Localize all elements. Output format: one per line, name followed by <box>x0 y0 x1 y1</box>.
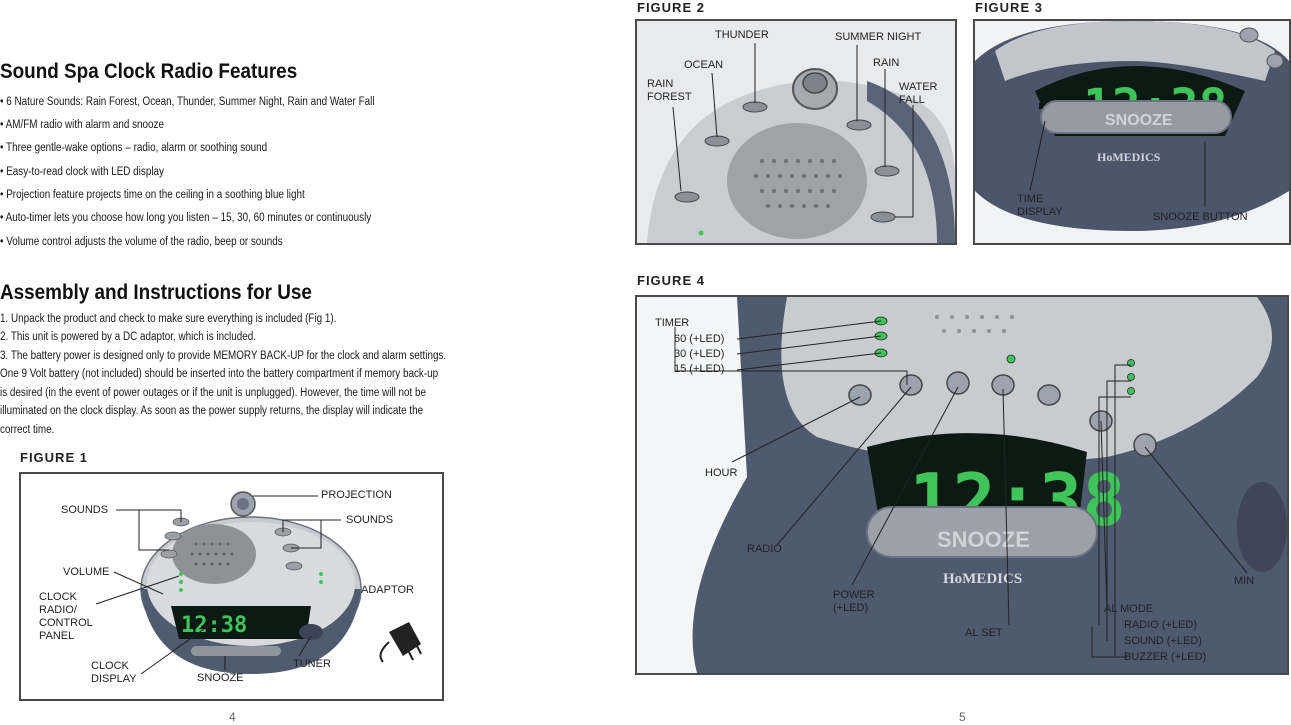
fig4-callout-buzzer-led: BUZZER (+LED) <box>1124 651 1207 663</box>
figure1-label: FIGURE 1 <box>20 450 88 465</box>
fig1-callout-tuner: TUNER <box>293 658 331 670</box>
page-number-left: 4 <box>229 710 236 724</box>
figure2-label: FIGURE 2 <box>637 0 705 15</box>
fig1-callout-adaptor: ADAPTOR <box>361 584 414 596</box>
fig3-callout-snooze-button: SNOOZE BUTTON <box>1153 211 1248 223</box>
figure3-label: FIGURE 3 <box>975 0 1043 15</box>
fig4-callout-radio-led: RADIO (+LED) <box>1124 619 1198 631</box>
features-title: Sound Spa Clock Radio Features <box>0 60 298 83</box>
fig2-callout-rain-forest: RAIN FOREST <box>647 78 692 103</box>
fig4-callout-timer: TIMER <box>655 317 690 329</box>
fig4-callout-t60: 60 (+LED) <box>674 333 725 345</box>
fig2-callout-water-fall: WATER FALL <box>899 81 938 106</box>
assembly-title: Assembly and Instructions for Use <box>0 281 312 304</box>
fig2-callout-summer-night: SUMMER NIGHT <box>835 31 922 43</box>
figure1-illustration: 12:38 <box>95 491 422 675</box>
fig4-callout-min: MIN <box>1234 575 1255 587</box>
fig4-callout-al-set: AL SET <box>965 627 1003 639</box>
fig4-callout-t30: 30 (+LED) <box>674 348 725 360</box>
features-list: • 6 Nature Sounds: Rain Forest, Ocean, T… <box>0 95 560 255</box>
feature-item: • Easy-to-read clock with LED display <box>0 166 164 178</box>
feature-item: • AM/FM radio with alarm and snooze <box>0 119 164 131</box>
figure1-display-time: 12:38 <box>181 613 247 638</box>
fig1-callout-sounds-right: SOUNDS <box>346 514 394 526</box>
fig1-callout-volume: VOLUME <box>63 566 110 578</box>
fig4-callout-power: POWER (+LED) <box>833 589 875 614</box>
figure4-illustration: 12:38 SNOOZE HoMEDICS <box>637 297 1287 673</box>
fig4-callout-t15: 15 (+LED) <box>674 363 725 375</box>
fig1-callout-projection: PROJECTION <box>321 489 392 501</box>
figure4-brand: HoMEDICS <box>943 571 1022 587</box>
fig1-callout-clock-display: CLOCK DISPLAY <box>91 660 137 685</box>
step-line: One 9 Volt battery (not included) should… <box>0 368 439 380</box>
figure3-illustration: 12:38 SNOOZE HoMEDICS <box>975 21 1289 243</box>
fig4-callout-radio: RADIO <box>747 543 782 555</box>
figure4-panel: 12:38 SNOOZE HoMEDICS TIMER 60 (+LED) 30… <box>635 295 1289 675</box>
page-number-right: 5 <box>959 710 966 724</box>
fig4-callout-sound-led: SOUND (+LED) <box>1124 635 1202 647</box>
fig3-callout-time-display: TIME DISPLAY <box>1017 193 1063 218</box>
step-line: 1. Unpack the product and check to make … <box>0 313 337 325</box>
step-line: 2. This unit is powered by a DC adaptor,… <box>0 331 256 343</box>
assembly-steps: 1. Unpack the product and check to make … <box>0 310 600 440</box>
figure1-panel: 12:38 SOUNDS PROJECTION SOUNDS <box>19 472 444 701</box>
figure3-brand: HoMEDICS <box>1097 150 1161 164</box>
step-line: is desired (in the event of power outage… <box>0 387 427 399</box>
step-line: 3. The battery power is designed only to… <box>0 350 447 362</box>
fig2-callout-rain: RAIN <box>873 57 900 69</box>
feature-item: • Projection feature projects time on th… <box>0 189 305 201</box>
feature-item: • 6 Nature Sounds: Rain Forest, Ocean, T… <box>0 96 375 108</box>
fig1-callout-clock-radio-panel: CLOCK RADIO/ CONTROL PANEL <box>39 591 93 642</box>
fig4-callout-hour: HOUR <box>705 467 738 479</box>
step-line: illuminated on the clock display. As soo… <box>0 405 424 417</box>
fig2-callout-ocean: OCEAN <box>684 59 724 71</box>
fig2-callout-thunder: THUNDER <box>715 29 769 41</box>
fig1-callout-sounds-left: SOUNDS <box>61 504 109 516</box>
step-line: correct time. <box>0 424 55 436</box>
figure2-panel: THUNDER SUMMER NIGHT OCEAN RAIN RAIN FOR… <box>635 19 957 245</box>
figure2-illustration <box>637 21 955 243</box>
figure4-label: FIGURE 4 <box>637 273 705 288</box>
feature-item: • Volume control adjusts the volume of t… <box>0 236 283 248</box>
fig4-callout-al-mode: AL MODE <box>1104 603 1154 615</box>
figure3-snooze-text: SNOOZE <box>1105 112 1173 129</box>
fig1-callout-snooze: SNOOZE <box>197 672 244 684</box>
figure3-panel: 12:38 SNOOZE HoMEDICS TIME DISPLAY SNOOZ… <box>973 19 1291 245</box>
figure4-snooze-text: SNOOZE <box>937 527 1030 552</box>
feature-item: • Three gentle-wake options – radio, ala… <box>0 142 268 154</box>
feature-item: • Auto-timer lets you choose how long yo… <box>0 212 372 224</box>
